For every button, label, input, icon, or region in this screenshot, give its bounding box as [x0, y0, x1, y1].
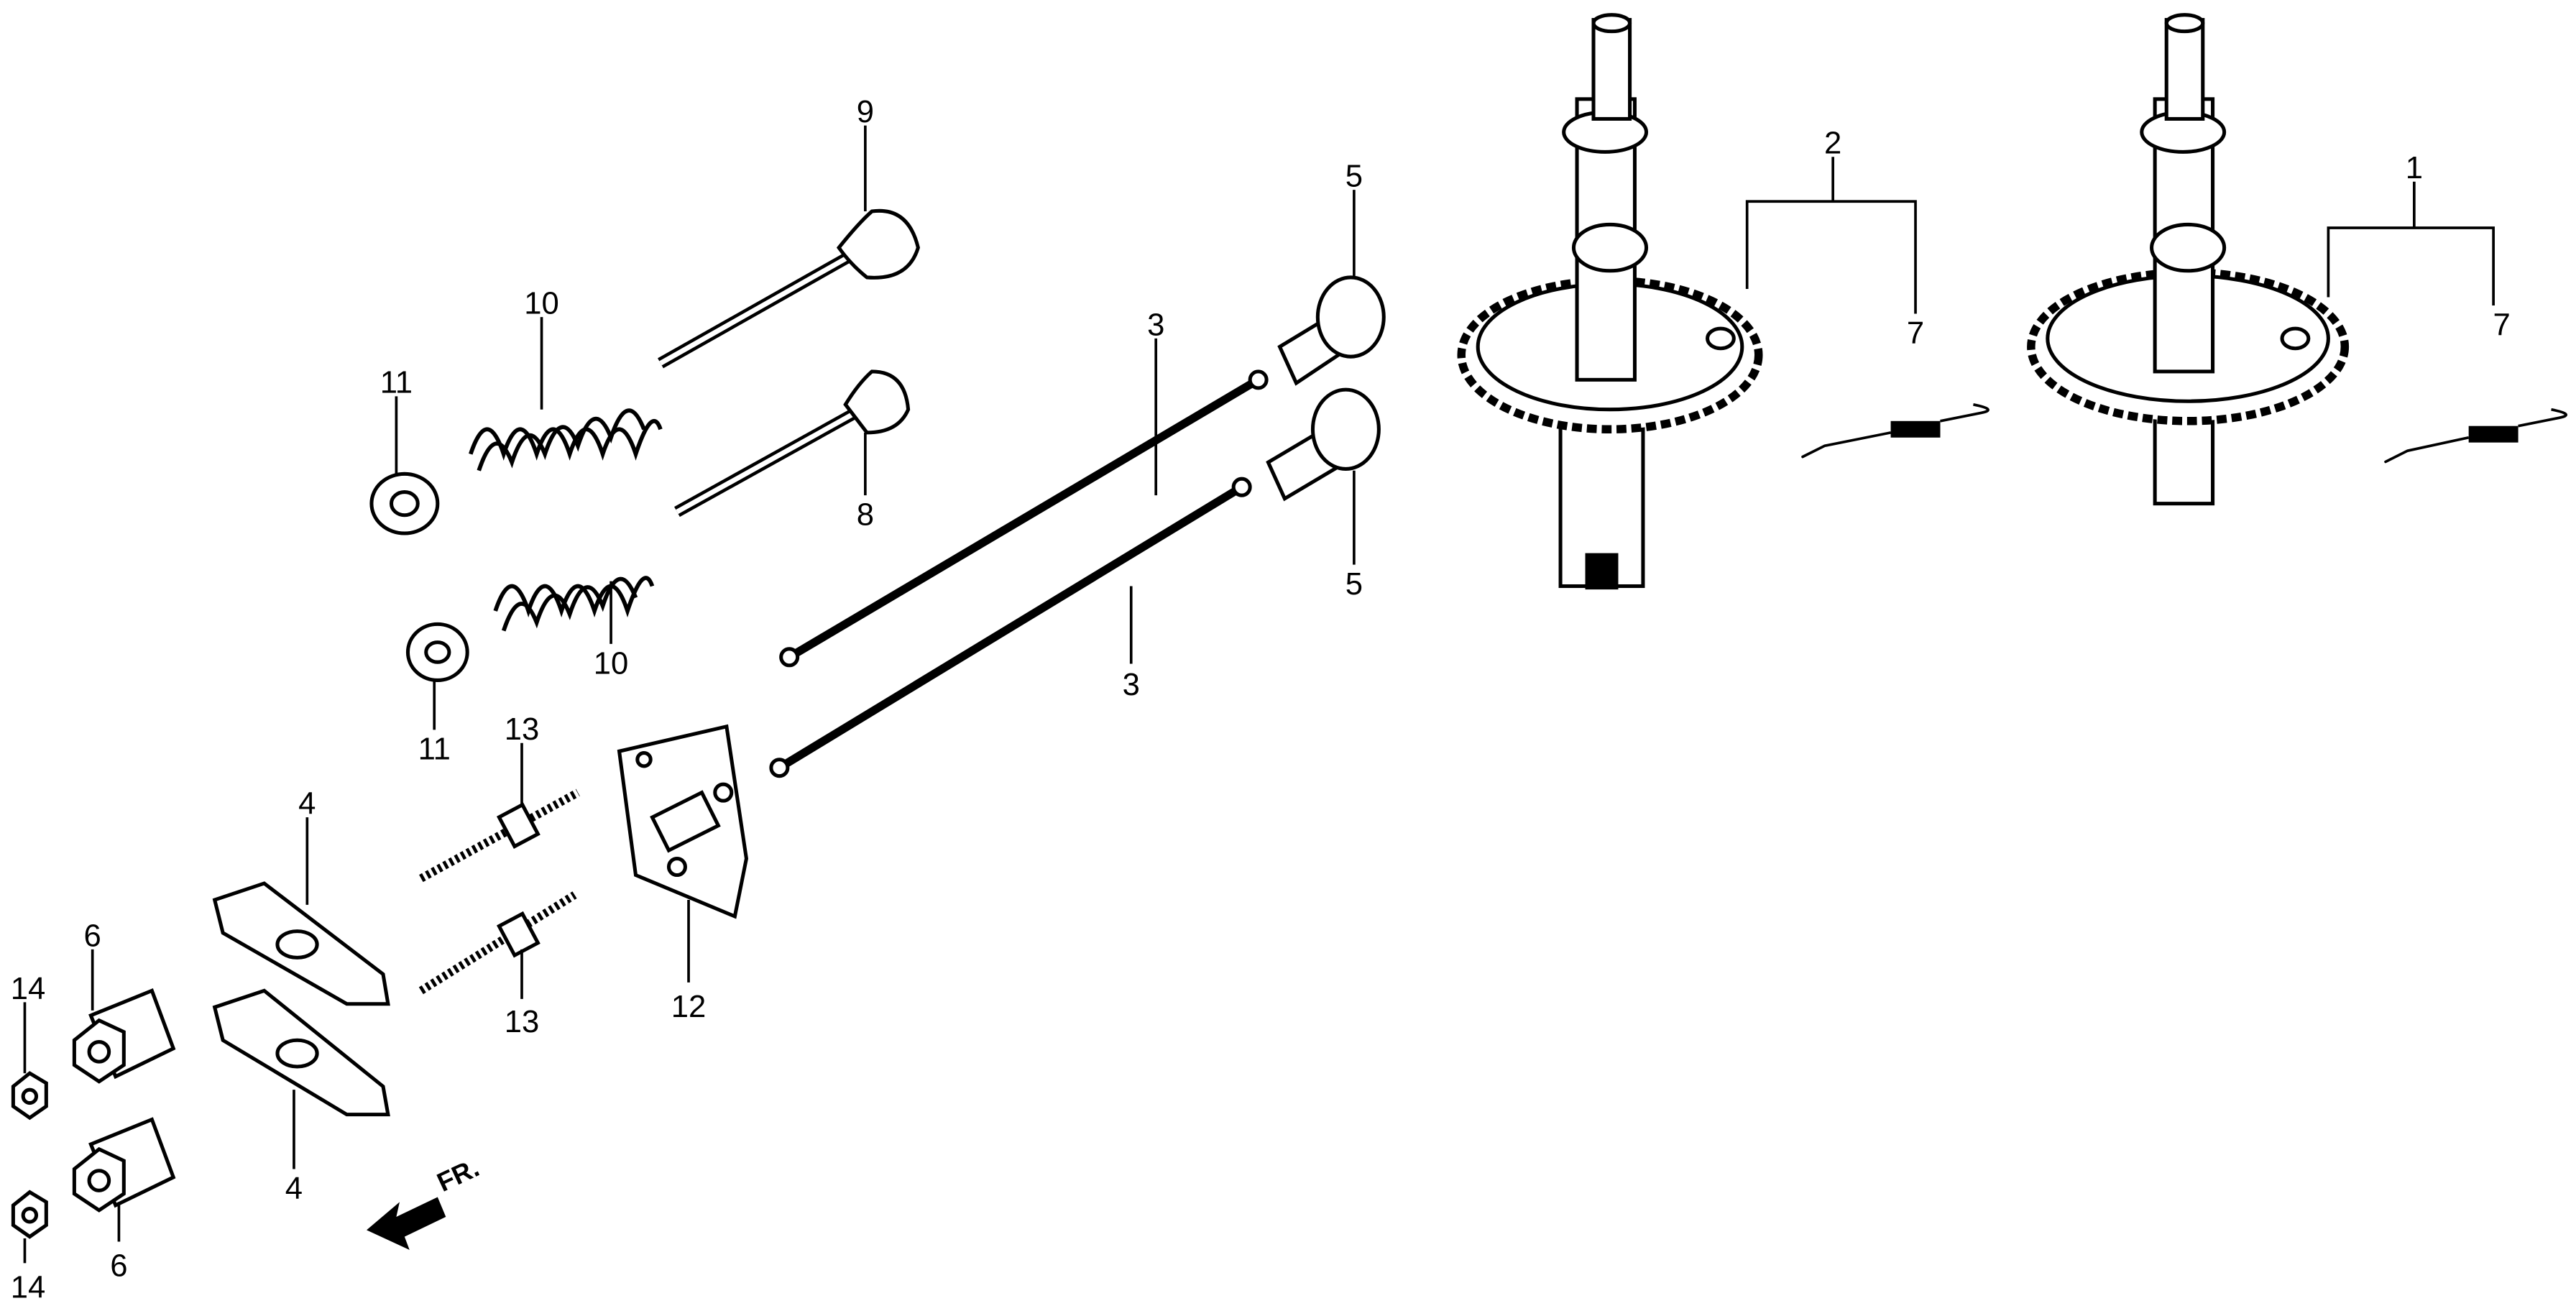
camshaft-assembly-2: [1457, 13, 1763, 590]
governor-spring-1: [2384, 408, 2568, 464]
callout-10-lower: 10: [594, 645, 629, 681]
callout-4-upper: 4: [298, 786, 316, 822]
stud-bolt-upper: [419, 788, 580, 883]
stud-bolt-lower: [418, 891, 577, 995]
lock-nut-upper: [11, 1071, 48, 1121]
callout-5-upper: 5: [1346, 159, 1363, 194]
camshaft-assembly-1: [2027, 13, 2350, 506]
leader-lines: [23, 125, 2495, 1264]
callout-11-lower: 11: [418, 732, 451, 767]
callout-3-lower: 3: [1123, 667, 1140, 702]
push-rod-guide-plate: [617, 724, 749, 919]
valve-intake: [674, 369, 911, 518]
tappet-lower: [1266, 387, 1381, 502]
valve-spring-lower: [493, 576, 655, 632]
callout-7-right: 7: [2493, 307, 2510, 342]
valve-retainer-upper: [369, 472, 440, 535]
callout-1: 1: [2406, 150, 2423, 185]
callout-6-upper: 6: [84, 918, 101, 953]
valve-retainer-lower: [405, 622, 469, 682]
front-label: FR.: [433, 1153, 484, 1197]
front-direction-arrow: FR.: [367, 1153, 484, 1251]
callout-11-upper: 11: [380, 365, 413, 400]
callout-12: 12: [671, 989, 707, 1024]
callout-14-lower: 14: [11, 1270, 46, 1305]
callout-4-lower: 4: [285, 1171, 303, 1206]
callout-8: 8: [857, 497, 874, 533]
lock-nut-lower: [11, 1190, 48, 1239]
callout-9: 9: [857, 94, 874, 129]
callout-13-upper: 13: [505, 712, 540, 747]
callout-14-upper: 14: [11, 971, 46, 1006]
rocker-arm-upper: [212, 881, 390, 1006]
rocker-pivot-upper: [72, 988, 176, 1084]
rocker-arm-lower: [212, 988, 390, 1117]
valve-spring-upper: [469, 408, 663, 472]
valve-exhaust: [658, 208, 920, 369]
callout-13-lower: 13: [505, 1004, 540, 1039]
callout-10-upper: 10: [524, 285, 559, 321]
tappet-upper: [1277, 275, 1386, 386]
governor-spring-2: [1801, 403, 1990, 459]
rocker-pivot-lower: [72, 1117, 176, 1213]
callout-3-upper: 3: [1147, 307, 1164, 342]
push-rod-lower: [769, 477, 1252, 778]
callout-6-lower: 6: [110, 1248, 127, 1284]
callout-7-left: 7: [1907, 316, 1924, 351]
callout-5-lower: 5: [1346, 566, 1363, 602]
push-rod-upper: [779, 369, 1269, 668]
callout-2: 2: [1824, 126, 1841, 161]
